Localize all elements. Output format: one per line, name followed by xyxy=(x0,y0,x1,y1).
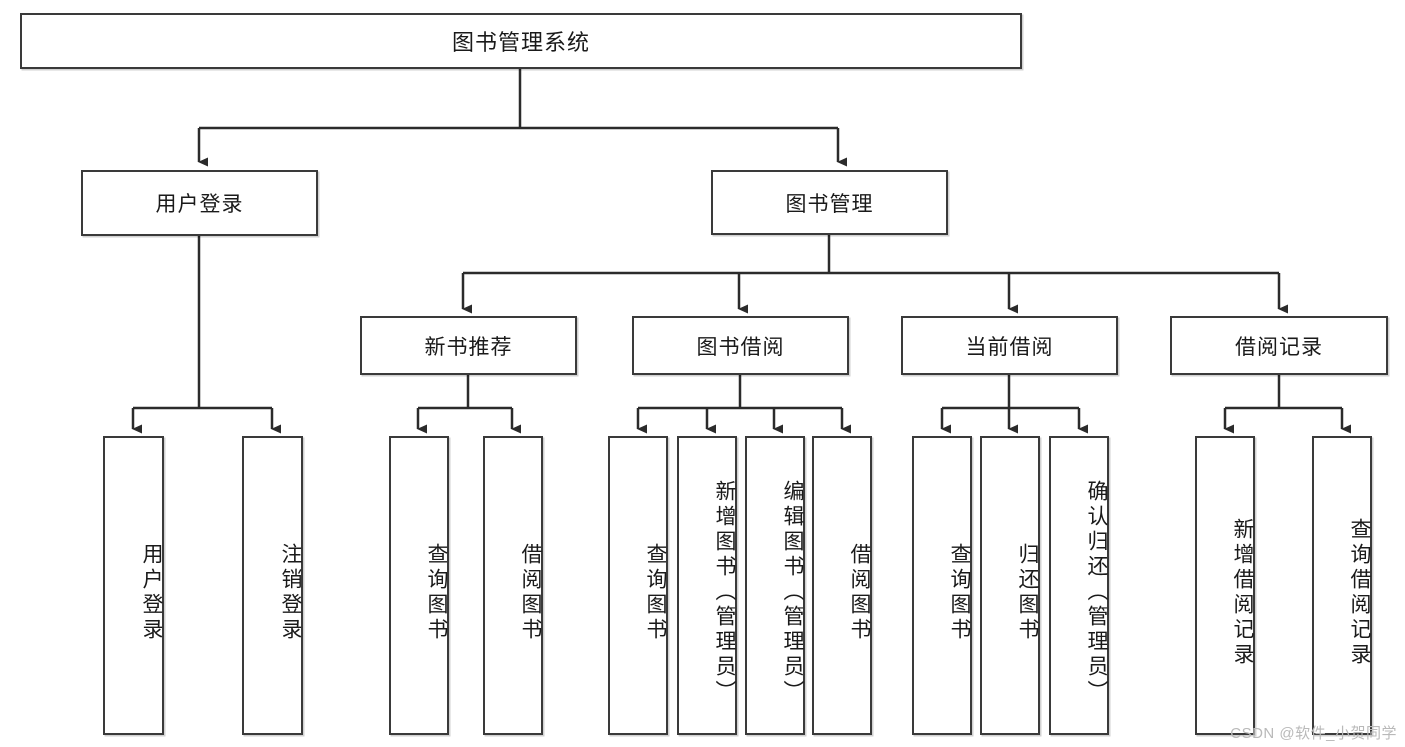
leaf-borrow-add-book-admin[interactable]: 新增图书（管理员） xyxy=(677,436,737,735)
node-label: 归还图书 xyxy=(1016,542,1039,643)
csdn-watermark: CSDN @软件_小贺同学 xyxy=(1230,725,1397,742)
node-label: 图书借阅 xyxy=(696,335,785,359)
leaf-current-return-book[interactable]: 归还图书 xyxy=(980,436,1040,735)
leaf-recommend-query-book[interactable]: 查询图书 xyxy=(389,436,449,735)
node-current-borrow[interactable]: 当前借阅 xyxy=(901,316,1118,375)
leaf-borrow-query-book[interactable]: 查询图书 xyxy=(608,436,668,735)
leaf-borrow-edit-book-admin[interactable]: 编辑图书（管理员） xyxy=(745,436,805,735)
leaf-borrow-borrow-book[interactable]: 借阅图书 xyxy=(812,436,872,735)
node-label: 当前借阅 xyxy=(965,335,1054,359)
node-label: 图书管理 xyxy=(785,192,874,216)
node-label: 借阅图书 xyxy=(519,542,542,643)
node-user-login[interactable]: 用户登录 xyxy=(81,170,318,236)
node-label: 图书管理系统 xyxy=(451,30,590,55)
node-book-borrow[interactable]: 图书借阅 xyxy=(632,316,849,375)
node-label: 用户登录 xyxy=(140,542,163,643)
node-label: 新增图书（管理员） xyxy=(713,480,736,705)
node-book-management[interactable]: 图书管理 xyxy=(711,170,948,235)
node-label: 编辑图书（管理员） xyxy=(781,480,804,705)
node-label: 借阅图书 xyxy=(848,542,871,643)
node-label: 确认归还（管理员） xyxy=(1085,480,1108,705)
leaf-user-login-logout[interactable]: 注销登录 xyxy=(242,436,303,735)
node-label: 注销登录 xyxy=(279,542,302,643)
node-label: 查询图书 xyxy=(948,542,971,643)
node-label: 借阅记录 xyxy=(1235,335,1323,359)
leaf-record-query-record[interactable]: 查询借阅记录 xyxy=(1312,436,1372,735)
leaf-recommend-borrow-book[interactable]: 借阅图书 xyxy=(483,436,543,735)
node-new-book-recommend[interactable]: 新书推荐 xyxy=(360,316,577,375)
node-label: 新增借阅记录 xyxy=(1231,517,1254,668)
leaf-user-login-login[interactable]: 用户登录 xyxy=(103,436,164,735)
leaf-current-query-book[interactable]: 查询图书 xyxy=(912,436,972,735)
leaf-current-confirm-return-admin[interactable]: 确认归还（管理员） xyxy=(1049,436,1109,735)
node-label: 查询借阅记录 xyxy=(1348,517,1371,668)
node-root-book-management-system[interactable]: 图书管理系统 xyxy=(20,13,1022,69)
node-borrow-record[interactable]: 借阅记录 xyxy=(1170,316,1388,375)
node-label: 查询图书 xyxy=(644,542,667,643)
node-label: 新书推荐 xyxy=(424,335,513,359)
leaf-record-add-record[interactable]: 新增借阅记录 xyxy=(1195,436,1255,735)
node-label: 用户登录 xyxy=(155,193,244,216)
node-label: 查询图书 xyxy=(425,542,448,643)
